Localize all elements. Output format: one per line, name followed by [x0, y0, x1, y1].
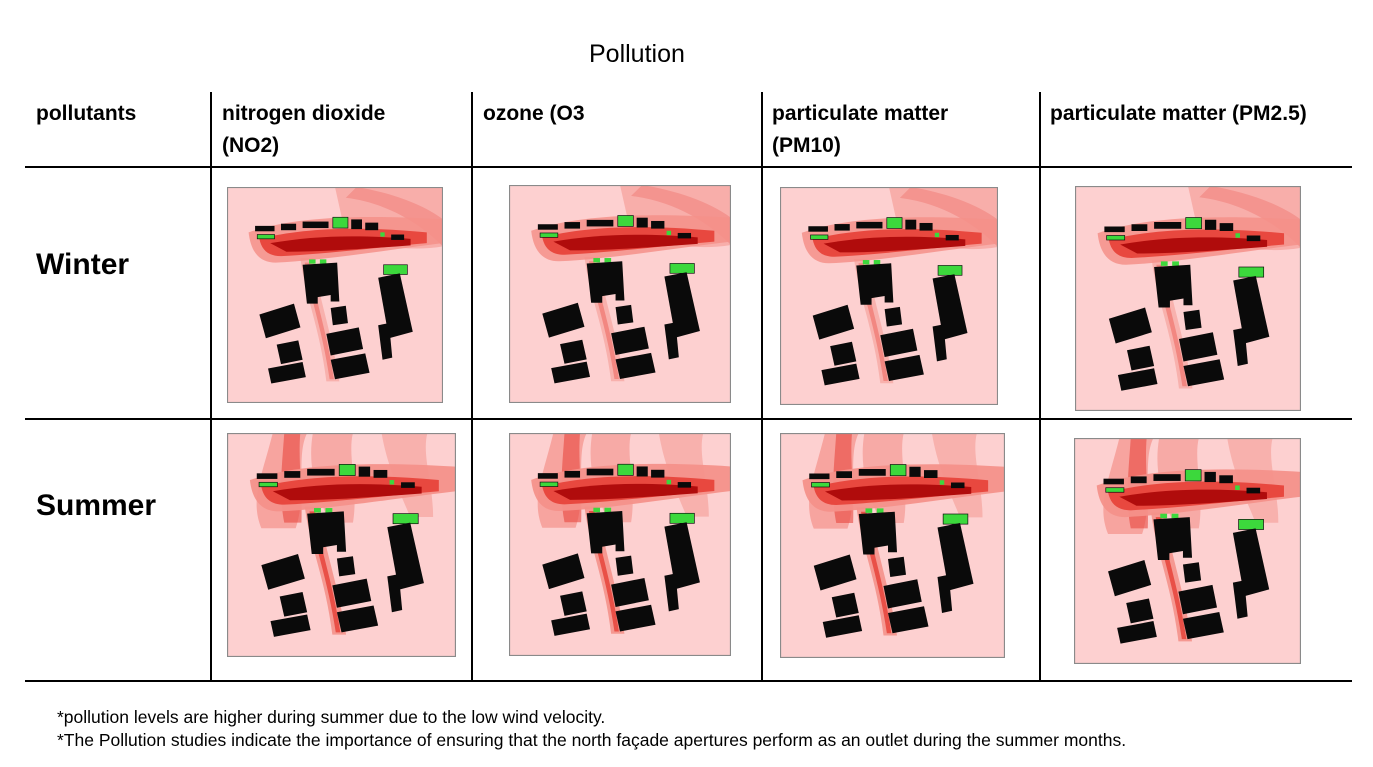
header-line1: ozone (O3 — [483, 102, 585, 125]
header-pollutants: pollutants — [36, 98, 136, 130]
header-line1: particulate matter — [772, 102, 949, 125]
table-rule-header — [25, 166, 1352, 168]
table-col-divider — [210, 92, 212, 681]
header-no2: nitrogen dioxide (NO2) — [222, 98, 385, 162]
page-title: Pollution — [589, 40, 685, 68]
table-col-divider — [1039, 92, 1041, 681]
table-rule-mid — [25, 418, 1352, 420]
header-pm25: particulate matter (PM2.5) — [1050, 98, 1307, 130]
map-summer-pm25 — [1074, 438, 1301, 664]
map-summer-pm10 — [780, 433, 1005, 658]
header-o3: ozone (O3 — [483, 98, 585, 130]
header-line1: nitrogen dioxide — [222, 102, 386, 125]
map-summer-no2 — [227, 433, 456, 657]
header-pm10: particulate matter (PM10) — [772, 98, 948, 162]
row-label-summer: Summer — [36, 489, 157, 522]
row-label-winter: Winter — [36, 248, 130, 281]
map-summer-o3 — [509, 433, 731, 656]
map-winter-o3 — [509, 185, 731, 403]
table-col-divider — [761, 92, 763, 681]
header-line2: (NO2) — [222, 134, 280, 157]
footnote: *pollution levels are higher during summ… — [57, 707, 606, 727]
map-winter-pm25 — [1075, 186, 1301, 411]
footnotes: *pollution levels are higher during summ… — [57, 706, 1126, 752]
map-winter-no2 — [227, 187, 443, 403]
header-label: pollutants — [36, 102, 137, 125]
footnote: *The Pollution studies indicate the impo… — [57, 730, 1127, 750]
map-winter-pm10 — [780, 187, 998, 405]
table-rule-bottom — [25, 680, 1352, 682]
table-col-divider — [471, 92, 473, 681]
header-line2: (PM10) — [772, 134, 841, 157]
header-line1: particulate matter (PM2.5) — [1050, 102, 1307, 125]
